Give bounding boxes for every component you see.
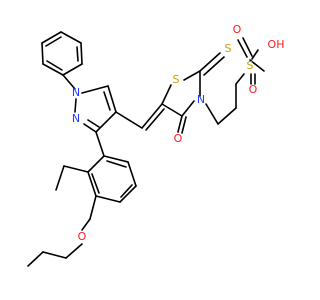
atom-o-carbonyl-label: O xyxy=(174,132,183,145)
propoxyphenyl-ring xyxy=(87,131,137,203)
atom-n3: N xyxy=(197,93,205,106)
pyrazole-ring xyxy=(74,85,117,133)
bond-pyrazole-methine xyxy=(115,111,143,129)
bond-thione xyxy=(199,52,221,72)
atom-n2: N xyxy=(72,112,80,125)
atom-o-ether: O xyxy=(78,230,87,243)
atom-n3-label: N xyxy=(197,93,205,106)
atom-n1: N xyxy=(72,86,80,99)
atom-o-sulfo-1: O xyxy=(233,23,242,36)
atom-n2-label: N xyxy=(72,112,80,125)
bond-thione-double xyxy=(203,56,225,76)
atom-s-ring: S xyxy=(173,73,180,86)
atom-s-sulfo-label: S xyxy=(247,59,254,72)
atom-s-thione: S xyxy=(225,42,232,55)
ethyl-linker xyxy=(205,73,245,125)
atom-o-sulfo-2: O xyxy=(249,83,258,96)
atom-o-ether-label: O xyxy=(78,230,87,243)
atom-o-sulfo-1-label: O xyxy=(233,23,242,36)
atom-o-sulfo-2-label: O xyxy=(249,83,258,96)
sulfonic-acid-group xyxy=(237,37,265,85)
propoxy-chain xyxy=(27,165,97,267)
molecule-canvas: N N N S S S O O O O OH xyxy=(27,23,285,267)
atom-oh: OH xyxy=(268,38,285,51)
chemical-structure: N N N S S S O O O O OH xyxy=(27,23,285,267)
atom-o-carbonyl: O xyxy=(174,132,183,145)
bond-methine-c5 xyxy=(141,103,163,129)
thiazolidine-ring xyxy=(161,70,201,117)
atom-n1-label: N xyxy=(72,86,80,99)
bond-carbonyl-double xyxy=(181,116,187,134)
atom-oh-label: OH xyxy=(268,38,285,51)
phenyl-ring xyxy=(41,31,83,76)
atom-s-sulfo: S xyxy=(247,59,254,72)
bond-carbonyl xyxy=(177,115,183,133)
atom-s-thione-label: S xyxy=(225,42,232,55)
bond-methine-c5-double xyxy=(145,108,165,131)
atom-s-ring-label: S xyxy=(173,73,180,86)
bond-phenyl-n1 xyxy=(62,74,76,90)
